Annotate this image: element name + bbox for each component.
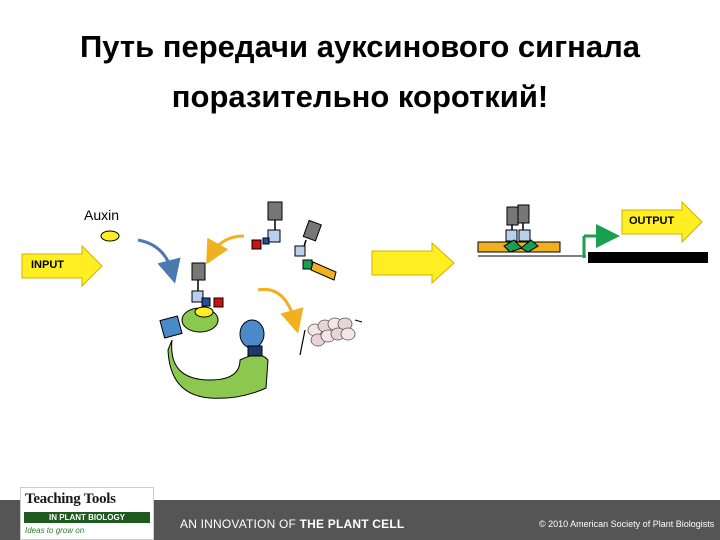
input-label: INPUT (31, 259, 64, 271)
logo-tagline: Ideas to grow on (25, 526, 84, 535)
degradation-arrow (258, 289, 295, 322)
journal-name: THE PLANT CELL (300, 517, 405, 531)
middle-arrow (372, 243, 454, 283)
receptor-complex (160, 263, 268, 398)
output-label: OUTPUT (629, 215, 674, 227)
copyright-text: © 2010 American Society of Plant Biologi… (539, 519, 714, 529)
auxin-binding-arrow (138, 240, 172, 272)
auxin-label: Auxin (84, 207, 119, 223)
teaching-tools-logo: Teaching Tools IN PLANT BIOLOGY Ideas to… (20, 487, 154, 540)
auxin-molecule (101, 231, 119, 241)
released-repressor-complex (252, 202, 282, 249)
logo-title: Teaching Tools (25, 491, 116, 508)
top-orange-arrow (212, 236, 244, 254)
proteasome (300, 318, 362, 355)
innovation-text: AN INNOVATION OF THE PLANT CELL (180, 517, 404, 531)
logo-subtitle: IN PLANT BIOLOGY (24, 512, 150, 523)
innovation-prefix: AN INNOVATION OF (180, 517, 300, 531)
tagged-repressor (295, 220, 336, 280)
